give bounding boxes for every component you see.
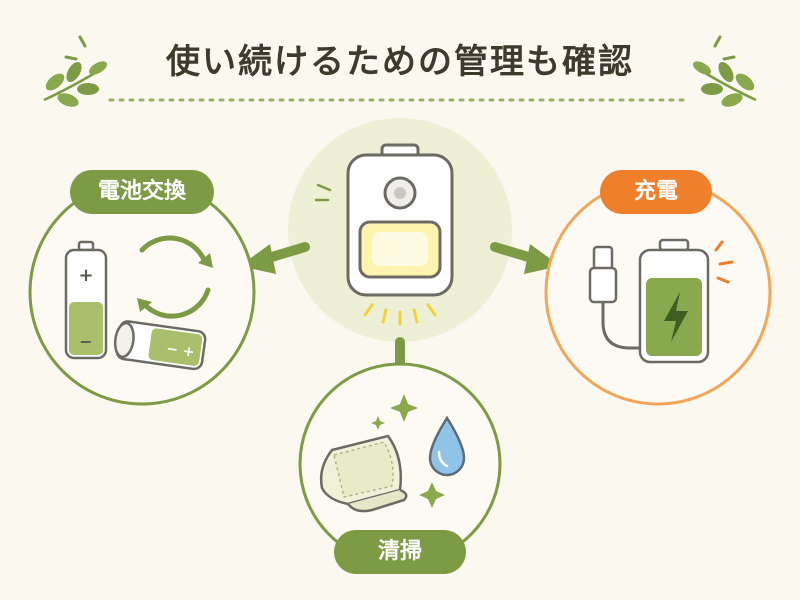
page-title: 使い続けるための管理も確認 [166, 42, 634, 82]
water-drop-icon [428, 415, 466, 477]
leaf-branch-left [43, 61, 108, 107]
svg-text:+: + [78, 265, 93, 286]
battery-icon-lying: − + [113, 320, 207, 371]
leaf-branch-right [692, 61, 757, 107]
sparkle-icons [371, 394, 445, 508]
usb-cable-icon [588, 245, 650, 350]
refresh-arrows-icon [137, 235, 213, 319]
cloth-icon [319, 434, 408, 513]
battery-icon-tall: + − [64, 240, 108, 360]
svg-text:−: − [79, 332, 92, 351]
charge-label: 充電 [600, 170, 712, 214]
battery-label: 電池交換 [70, 170, 214, 214]
sensor-light-icon [314, 143, 454, 326]
title-sparkles [64, 35, 736, 61]
charging-battery-icon [638, 238, 734, 364]
clean-label: 清掃 [334, 530, 466, 574]
svg-text:− +: − + [165, 341, 195, 361]
